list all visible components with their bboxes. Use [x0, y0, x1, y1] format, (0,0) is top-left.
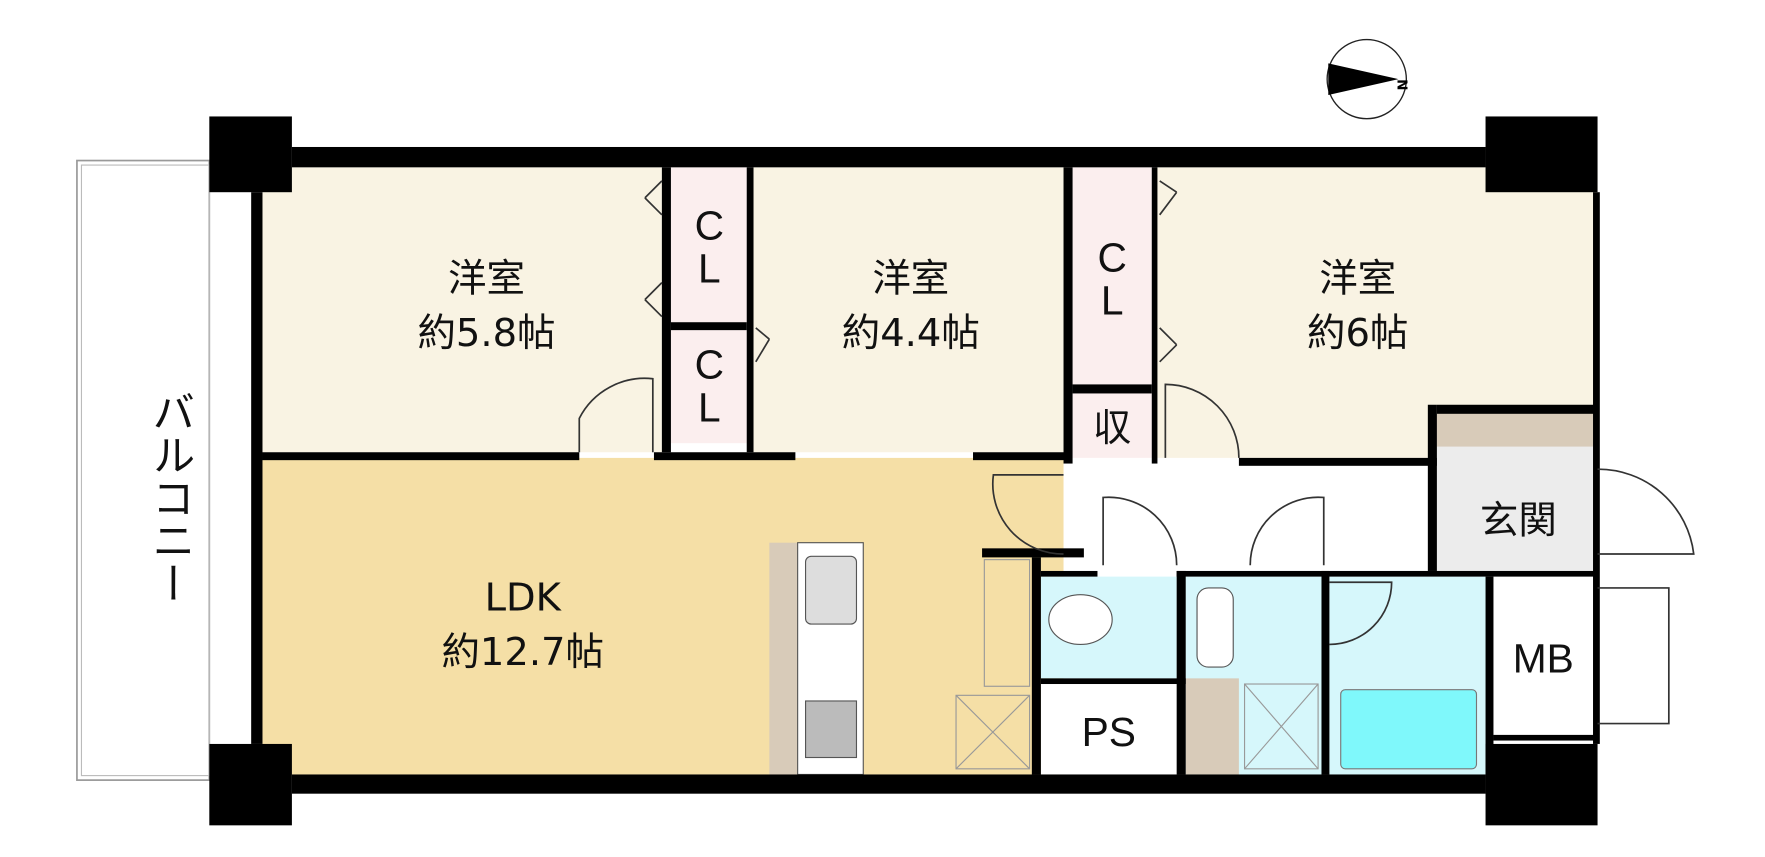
closet-3-l: L: [1101, 277, 1124, 323]
compass-label: N: [1393, 79, 1409, 90]
mb-label: MB: [1513, 636, 1574, 682]
meter-box: [1493, 576, 1594, 735]
compass: N: [1326, 38, 1409, 120]
stove-icon: [804, 700, 858, 759]
room-2-name: 洋室: [872, 257, 949, 302]
room-3-size: 約6帖: [1307, 311, 1408, 356]
storage: [1072, 393, 1152, 458]
balcony-label: バルコニー: [145, 390, 195, 605]
north-arrow-icon: [1328, 63, 1399, 95]
hallway: [1069, 463, 1426, 571]
closet-2-l: L: [698, 385, 721, 431]
closet-1-c: C: [695, 203, 724, 249]
room-1-size: 約5.8帖: [417, 311, 555, 356]
storage-label: 収: [1093, 406, 1131, 451]
room-1-name: 洋室: [448, 257, 525, 302]
ldk-size: 約12.7帖: [441, 630, 604, 675]
western-room-1: [262, 167, 662, 453]
room-3-name: 洋室: [1319, 257, 1396, 302]
closet-2: [670, 330, 747, 444]
washbasin-icon: [1196, 587, 1234, 668]
shoe-cabinet: [1436, 412, 1594, 447]
western-room-2: [752, 167, 1067, 453]
bathtub: [1340, 689, 1478, 770]
toilet-icon: [1048, 594, 1113, 646]
ps-label: PS: [1082, 709, 1136, 755]
closet-1-l: L: [698, 246, 721, 292]
closet-3: [1072, 167, 1152, 385]
closet-3-c: C: [1097, 234, 1126, 280]
room-2-size: 約4.4帖: [842, 311, 980, 356]
closet-1: [670, 167, 747, 323]
pipe-space: [1040, 684, 1177, 775]
closet-2-c: C: [695, 342, 724, 388]
balcony: バルコニー: [76, 159, 211, 781]
ldk-room: [262, 457, 1064, 775]
walls: [209, 116, 1600, 826]
washroom-storage: [1185, 678, 1239, 775]
doors: [578, 180, 1695, 725]
kitchen: [769, 542, 1319, 776]
entrance-label: 玄関: [1480, 499, 1557, 544]
ldk-name: LDK: [485, 576, 563, 621]
sink-icon: [804, 555, 858, 625]
